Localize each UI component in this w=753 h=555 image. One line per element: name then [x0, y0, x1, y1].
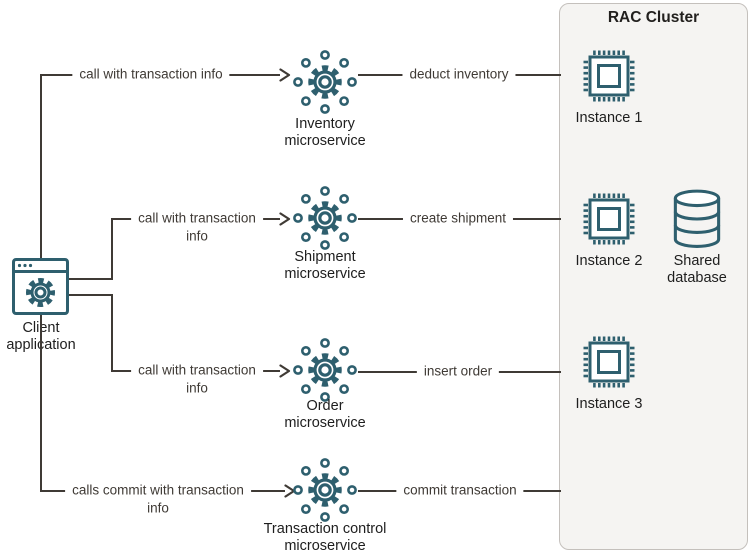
action-label: deduct inventory — [402, 65, 516, 84]
flow-line — [69, 294, 113, 296]
instance-label: Instance 3 — [575, 396, 643, 412]
flow-line — [69, 278, 113, 280]
action-label: insert order — [416, 362, 500, 381]
flow-line — [40, 74, 42, 258]
database-cylinder-icon — [673, 189, 721, 248]
gear-network-icon-inventory — [291, 48, 359, 116]
browser-window-gear-icon — [12, 258, 69, 315]
flow-line — [111, 294, 113, 372]
action-label: commit transaction — [396, 481, 524, 500]
cpu-chip-icon-instance-3 — [582, 335, 636, 389]
service-label: Inventory microservice — [284, 116, 366, 149]
arrowhead-icon — [279, 68, 291, 82]
client-app-label: Client application — [0, 320, 97, 354]
instance-label: Instance 2 — [575, 253, 643, 269]
arrowhead-icon — [279, 212, 291, 226]
rac-cluster-title: RAC Cluster — [607, 9, 700, 26]
flow-line — [111, 218, 113, 280]
gear-network-icon-transaction-control — [291, 456, 359, 524]
gear-network-icon-shipment — [291, 184, 359, 252]
arrowhead-icon — [279, 364, 291, 378]
service-label: Order microservice — [284, 398, 366, 431]
service-label: Shipment microservice — [284, 249, 366, 282]
database-label: Shared database — [667, 253, 727, 286]
gear-network-icon-order — [291, 336, 359, 404]
cpu-chip-icon-instance-1 — [582, 49, 636, 103]
instance-label: Instance 1 — [575, 110, 643, 126]
action-label: create shipment — [402, 209, 514, 228]
service-label: Transaction control microservice — [263, 521, 387, 554]
call-label: call with transaction info — [72, 65, 230, 84]
flow-line — [40, 315, 42, 491]
cpu-chip-icon-instance-2 — [582, 192, 636, 246]
